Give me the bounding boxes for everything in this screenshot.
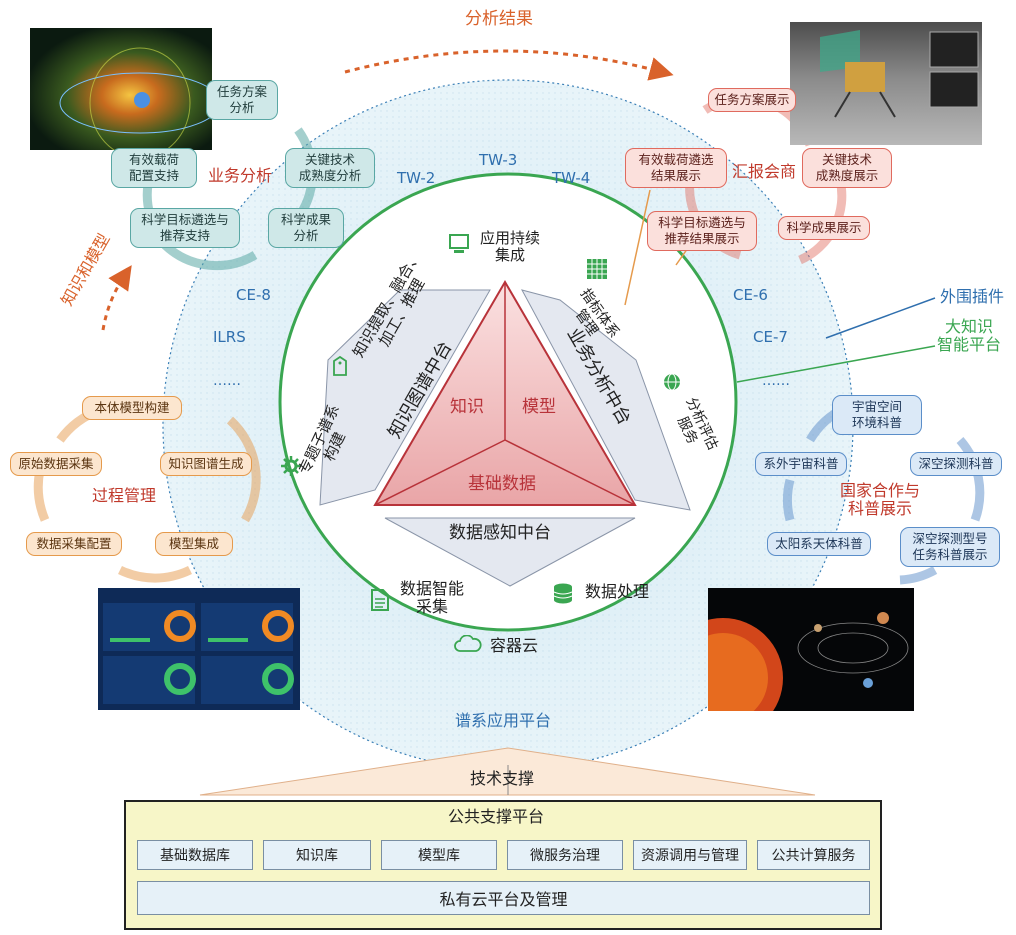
- ds-middle-platform: 数据感知中台: [449, 523, 551, 543]
- business-sci-result: 科学成果 分析: [268, 208, 344, 248]
- module-microservice: 微服务治理: [507, 840, 623, 870]
- knowledge-graph-band: [319, 289, 491, 506]
- report-payload: 有效载荷遴选 结果展示: [625, 148, 727, 188]
- mission-ce6: CE-6: [733, 286, 768, 304]
- report-sci-result: 科学成果展示: [778, 216, 870, 240]
- dashboard-graphic: [103, 603, 294, 704]
- space-orbit-image: [30, 28, 212, 150]
- process-title: 过程管理: [92, 486, 157, 505]
- triangle-model: 模型: [522, 397, 556, 417]
- lander-graphic: [820, 30, 979, 118]
- triangle-knowledge: 知识: [450, 397, 484, 417]
- module-resource: 资源调用与管理: [633, 840, 747, 870]
- outreach-deep-space: 深空探测科普: [910, 452, 1002, 476]
- mission-ellipsis-left: ……: [213, 373, 241, 389]
- service-app-integration: 应用持续 集成: [480, 229, 541, 265]
- public-platform-title: 公共支撑平台: [448, 807, 545, 826]
- cloud-icon: [454, 635, 482, 652]
- module-base-db: 基础数据库: [137, 840, 253, 870]
- process-model-integration: 模型集成: [155, 532, 233, 556]
- mission-ilrs: ILRS: [213, 328, 246, 346]
- business-sci-target: 科学目标遴选与 推荐支持: [130, 208, 240, 248]
- report-sci-target: 科学目标遴选与 推荐结果展示: [647, 211, 757, 251]
- module-public-compute: 公共计算服务: [757, 840, 870, 870]
- mission-ce8: CE-8: [236, 286, 271, 304]
- outreach-title: 国家合作与 科普展示: [840, 481, 921, 519]
- solar-system-image: [708, 588, 914, 711]
- database-icon: [553, 583, 573, 604]
- service-container: 容器云: [490, 636, 539, 655]
- plugin-callout: 外围插件: [940, 287, 1005, 306]
- platform-callout: 大知识 智能平台: [937, 317, 1002, 355]
- mission-tw4: TW-4: [552, 169, 591, 187]
- lunar-lander-image: [790, 22, 982, 145]
- document-icon: [371, 589, 389, 611]
- business-analysis-band: [521, 289, 691, 511]
- mission-ce7: CE-7: [753, 328, 788, 346]
- report-key-tech: 关键技术 成熟度展示: [802, 148, 892, 188]
- module-knowledge-db: 知识库: [263, 840, 371, 870]
- business-analysis-title: 业务分析: [208, 166, 273, 185]
- left-dashed-arrow: [101, 265, 132, 331]
- tech-support-label: 技术支撑: [470, 769, 535, 788]
- service-data-collect: 数据智能 采集: [400, 579, 465, 617]
- outreach-solar-body: 太阳系天体科普: [767, 532, 871, 556]
- globe-icon: [664, 373, 680, 391]
- solar-graphic: [708, 612, 909, 711]
- outreach-mission-show: 深空探测型号 任务科普展示: [900, 527, 1000, 567]
- outreach-space-env: 宇宙空间 环境科普: [832, 395, 922, 435]
- private-cloud-bar: 私有云平台及管理: [137, 881, 870, 915]
- business-key-tech: 关键技术 成熟度分析: [285, 148, 375, 188]
- report-task-plan: 任务方案展示: [708, 88, 796, 112]
- mission-tw3: TW-3: [479, 151, 518, 169]
- outer-platform-label: 谱系应用平台: [455, 711, 552, 730]
- process-raw-collect: 原始数据采集: [10, 452, 102, 476]
- gear-icon: [281, 456, 301, 476]
- business-task-plan: 任务方案 分析: [206, 80, 278, 120]
- outreach-exoplanet: 系外宇宙科普: [755, 452, 847, 476]
- top-arrow-label: 分析结果: [465, 9, 533, 29]
- process-collect-config: 数据采集配置: [26, 532, 122, 556]
- grid-icon: [587, 259, 607, 279]
- tag-icon: [333, 355, 347, 376]
- top-dashed-arrow: [344, 49, 674, 81]
- data-sensing-band: [384, 517, 636, 587]
- report-title: 汇报会商: [732, 162, 797, 181]
- computer-icon: [449, 234, 469, 253]
- orbit-graphic: [59, 47, 212, 150]
- process-ontology: 本体模型构建: [82, 396, 182, 420]
- dashboard-image: [98, 588, 300, 710]
- process-kg-gen: 知识图谱生成: [160, 452, 252, 476]
- service-data-process: 数据处理: [585, 582, 650, 601]
- triangle-base-data: 基础数据: [468, 474, 536, 494]
- business-payload: 有效载荷 配置支持: [111, 148, 197, 188]
- mission-tw2: TW-2: [397, 169, 436, 187]
- mission-ellipsis-right: ……: [762, 373, 790, 389]
- module-model-db: 模型库: [381, 840, 497, 870]
